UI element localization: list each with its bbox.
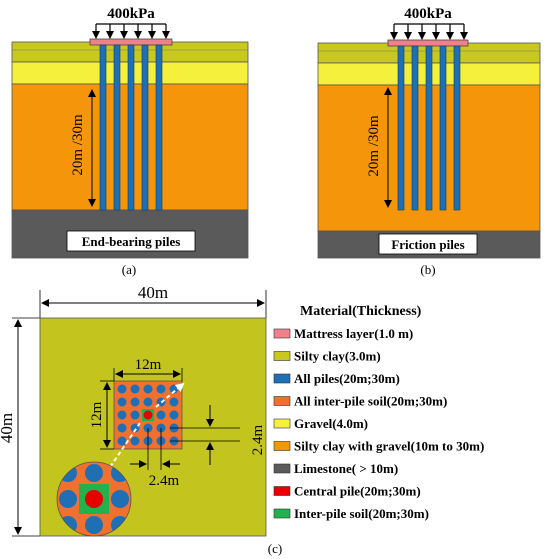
legend-title: Material(Thickness) bbox=[300, 304, 422, 319]
pile bbox=[130, 410, 140, 420]
pile bbox=[439, 45, 447, 211]
pile bbox=[130, 397, 140, 407]
load-label: 400kPa bbox=[404, 6, 452, 22]
load-arrows bbox=[390, 23, 468, 40]
pile bbox=[117, 384, 127, 394]
caption-box bbox=[66, 230, 196, 252]
panel-b: 400kPa 20m /30m Friction piles (b) bbox=[317, 6, 541, 277]
legend-label: All piles(20m;30m) bbox=[294, 371, 400, 386]
pile bbox=[156, 384, 166, 394]
pile bbox=[425, 45, 433, 211]
pile-group bbox=[99, 44, 163, 211]
legend-label: Silty clay with gravel(10m to 30m) bbox=[294, 439, 484, 454]
legend-item: Limestone( > 10m) bbox=[273, 461, 398, 476]
legend: Material(Thickness) Mattress layer(1.0 m… bbox=[273, 304, 484, 521]
legend-swatch bbox=[273, 486, 291, 496]
panel-label: (b) bbox=[420, 262, 435, 277]
pile bbox=[127, 44, 135, 211]
pile bbox=[113, 44, 121, 211]
pile bbox=[130, 436, 140, 446]
load-label: 400kPa bbox=[107, 6, 155, 22]
depth-label: 20m /30m bbox=[70, 114, 86, 176]
legend-item: Gravel(4.0m) bbox=[273, 416, 368, 431]
legend-swatch bbox=[273, 328, 291, 339]
spacing-horizontal-label: 2.4m bbox=[149, 473, 180, 489]
caption-box-text: Friction piles bbox=[391, 237, 464, 252]
central-pile bbox=[143, 410, 153, 420]
group-height-label: 12m bbox=[89, 401, 105, 428]
pile bbox=[411, 45, 419, 211]
pile bbox=[143, 384, 153, 394]
legend-label: Mattress layer(1.0 m) bbox=[294, 326, 413, 341]
legend-item: Mattress layer(1.0 m) bbox=[273, 326, 413, 341]
legend-item: Inter-pile soil(20m;30m) bbox=[273, 506, 429, 521]
pile bbox=[143, 397, 153, 407]
pile bbox=[397, 45, 405, 211]
pile bbox=[59, 490, 77, 508]
legend-item: Silty clay with gravel(10m to 30m) bbox=[273, 439, 484, 454]
panel-a: 400kPa 20m /30m End-bearing piles (a) bbox=[11, 6, 249, 277]
pile-group bbox=[397, 45, 461, 211]
zoom-detail bbox=[56, 461, 132, 537]
load-arrows bbox=[92, 23, 170, 39]
zoom-arrow bbox=[155, 382, 185, 408]
pile bbox=[156, 410, 166, 420]
pile-grid bbox=[117, 384, 179, 446]
width-label: 40m bbox=[138, 283, 168, 302]
legend-label: All inter-pile soil(20m;30m) bbox=[294, 394, 447, 409]
pile bbox=[117, 423, 127, 433]
pile bbox=[169, 397, 179, 407]
panel-c: 40m 40m bbox=[0, 283, 282, 556]
legend-swatch bbox=[273, 396, 291, 406]
legend-label: Central pile(20m;30m) bbox=[294, 484, 421, 499]
depth-dimension: 20m /30m bbox=[366, 87, 392, 208]
legend-item: Central pile(20m;30m) bbox=[273, 484, 421, 499]
legend-item: All piles(20m;30m) bbox=[273, 371, 400, 386]
pile bbox=[155, 44, 163, 211]
group-width-label: 12m bbox=[135, 357, 162, 373]
pile bbox=[99, 44, 107, 211]
legend-swatch bbox=[273, 418, 291, 429]
legend-swatch bbox=[273, 463, 291, 474]
legend-swatch bbox=[273, 351, 291, 361]
mattress-layer bbox=[89, 38, 173, 46]
legend-label: Limestone( > 10m) bbox=[294, 461, 398, 476]
pile bbox=[85, 516, 103, 534]
legend-swatch bbox=[273, 441, 291, 451]
central-pile bbox=[85, 490, 103, 508]
mattress-layer bbox=[387, 39, 469, 47]
panel-label: (c) bbox=[268, 541, 282, 556]
spacing-vertical-label: 2.4m bbox=[250, 424, 266, 455]
pile bbox=[130, 384, 140, 394]
pile bbox=[453, 45, 461, 211]
depth-dimension: 20m /30m bbox=[70, 89, 96, 207]
pile bbox=[117, 410, 127, 420]
pile bbox=[111, 490, 129, 508]
legend-swatch bbox=[273, 373, 291, 384]
pile bbox=[117, 436, 127, 446]
pile bbox=[141, 44, 149, 211]
legend-swatch bbox=[273, 508, 291, 519]
legend-label: Inter-pile soil(20m;30m) bbox=[294, 506, 429, 521]
legend-item: All inter-pile soil(20m;30m) bbox=[273, 394, 447, 409]
depth-label: 20m /30m bbox=[366, 115, 382, 177]
caption-box bbox=[378, 233, 478, 255]
pile bbox=[117, 397, 127, 407]
legend-item: Silty clay(3.0m) bbox=[273, 349, 381, 364]
height-label: 40m bbox=[0, 413, 16, 443]
pile bbox=[169, 410, 179, 420]
panel-label: (a) bbox=[122, 262, 136, 277]
caption-box-text: End-bearing piles bbox=[82, 234, 181, 249]
pile bbox=[85, 464, 103, 482]
zoom-arrow bbox=[102, 422, 141, 478]
legend-label: Silty clay(3.0m) bbox=[294, 349, 381, 364]
legend-label: Gravel(4.0m) bbox=[294, 416, 368, 431]
